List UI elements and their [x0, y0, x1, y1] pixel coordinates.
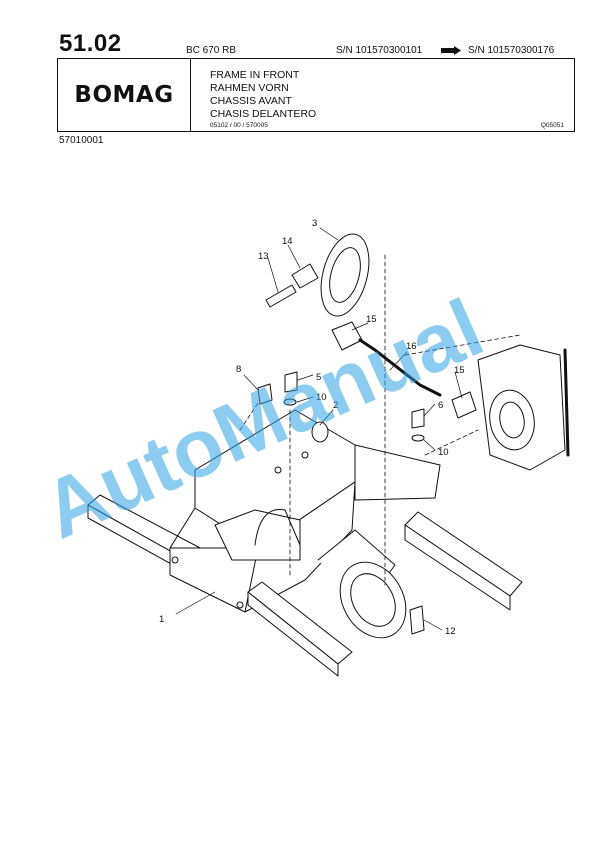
title-es: CHASIS DELANTERO: [210, 108, 317, 120]
sleeve-and-bolt: [265, 263, 319, 308]
page-number: 51.02: [59, 30, 122, 57]
callout-14: 14: [282, 236, 293, 247]
slewing-ring: [320, 233, 370, 317]
callout-10b: 10: [438, 447, 449, 458]
reference-code: 05102 / 00 / 570005: [210, 122, 268, 129]
part-number: 57010001: [59, 135, 104, 146]
callout-1: 1: [159, 614, 164, 625]
bearing-housing: [317, 529, 407, 639]
drawing-code: Q05051: [540, 122, 564, 129]
callout-2: 2: [333, 400, 338, 411]
callout-13: 13: [258, 251, 269, 262]
arrow-right-icon: [441, 46, 461, 55]
serial-from: S/N 101570300101: [336, 45, 423, 56]
bomag-logo: BOMAG: [74, 82, 174, 108]
callout-12: 12: [445, 626, 456, 637]
title-fr: CHASSIS AVANT: [210, 95, 292, 107]
small-parts: [257, 371, 425, 635]
title-de: RAHMEN VORN: [210, 82, 289, 94]
callout-numbers: 1 2 3 5 6 8 10 10 12 13 14 15 15 16: [159, 218, 465, 637]
title-block: BOMAG FRAME IN FRONT RAHMEN VORN CHASSIS…: [57, 58, 575, 132]
title-lines: FRAME IN FRONT RAHMEN VORN CHASSIS AVANT…: [210, 69, 316, 121]
callout-16: 16: [406, 341, 417, 352]
callout-15a: 15: [366, 314, 377, 325]
title-en: FRAME IN FRONT: [210, 69, 300, 81]
leader-lines: [175, 227, 463, 631]
model-label: BC 670 RB: [186, 45, 237, 56]
serial-to: S/N 101570300176: [468, 45, 555, 56]
callout-5: 5: [316, 372, 321, 383]
logo-cell: BOMAG: [58, 59, 191, 131]
frame-body: [169, 409, 441, 613]
assembly-lines: [239, 254, 521, 586]
front-frame-arm: [247, 581, 353, 677]
callout-3: 3: [312, 218, 317, 229]
flange-assembly: [477, 344, 570, 471]
callout-8: 8: [236, 364, 241, 375]
right-frame-arm: [404, 511, 523, 611]
callout-6: 6: [438, 400, 443, 411]
clamp-and-shaft: [331, 321, 477, 419]
callout-10a: 10: [316, 392, 327, 403]
callout-15b: 15: [454, 365, 465, 376]
